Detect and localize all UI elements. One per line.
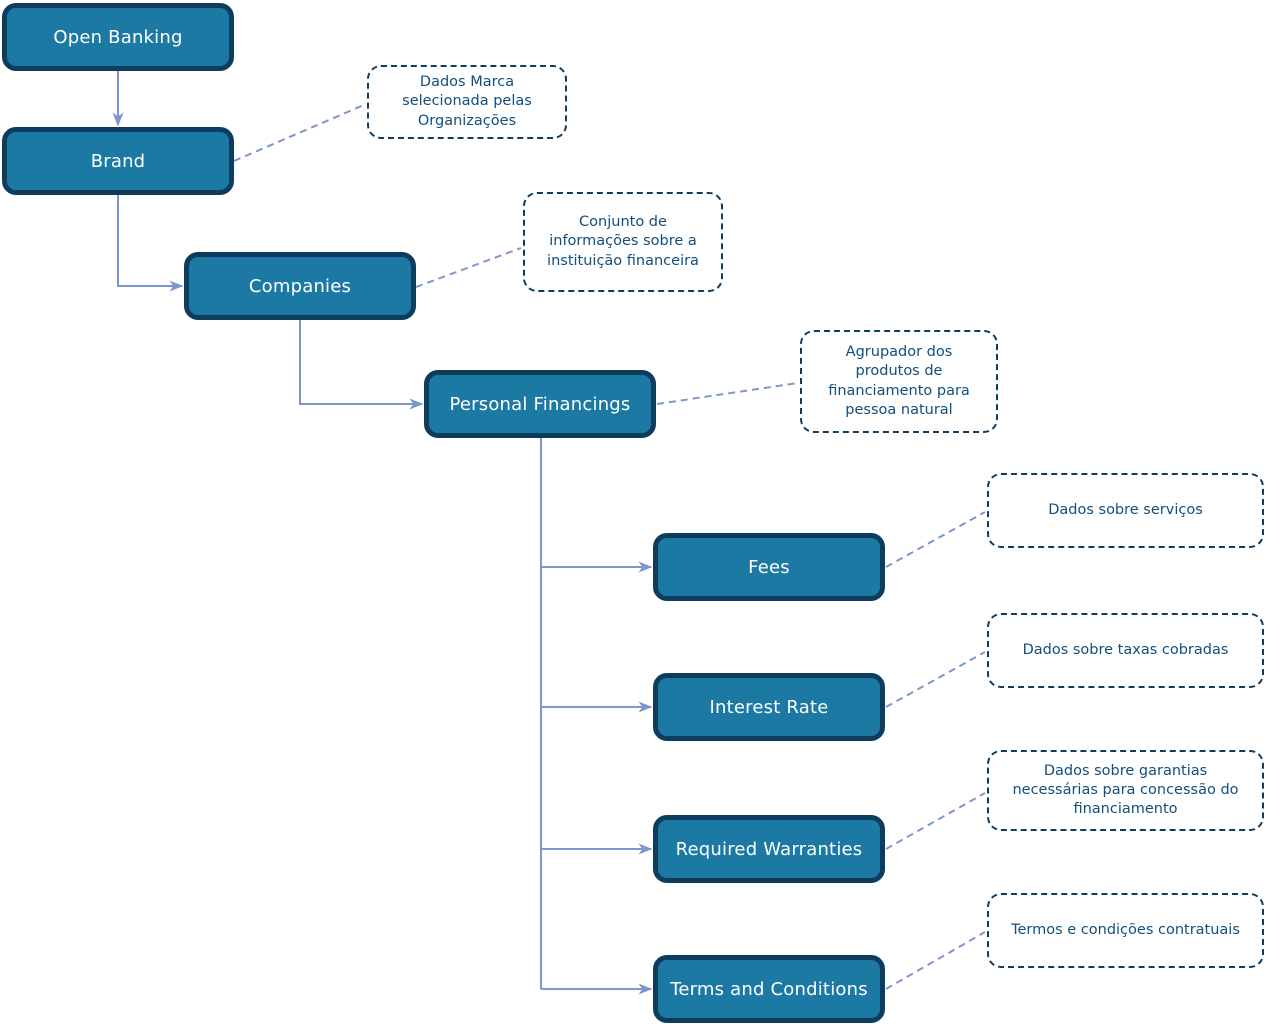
annotation-terms-and-conditions: Termos e condições contratuais (987, 893, 1264, 968)
annotation-fees: Dados sobre serviços (987, 473, 1264, 548)
annotation-personal-financings: Agrupador dos produtos de financiamento … (800, 330, 998, 433)
annotation-terms-and-conditions-text: Termos e condições contratuais (1011, 921, 1240, 938)
node-fees: Fees (653, 533, 885, 601)
node-terms-and-conditions: Terms and Conditions (653, 955, 885, 1023)
annotation-personal-financings-text: Agrupador dos produtos de financiamento … (828, 344, 970, 418)
leader-personal-financings-annotation (656, 382, 799, 405)
node-required-warranties-label: Required Warranties (675, 838, 863, 860)
annotation-brand-text: Dados Marca selecionada pelas Organizaçõ… (402, 74, 532, 129)
node-terms-and-conditions-label: Terms and Conditions (670, 978, 868, 1000)
edge-brand-companies (117, 195, 184, 292)
node-brand-label: Brand (90, 150, 146, 172)
annotation-fees-text: Dados sobre serviços (1048, 501, 1203, 518)
node-open-banking-label: Open Banking (53, 26, 183, 48)
node-brand: Brand (2, 127, 234, 195)
annotation-brand: Dados Marca selecionada pelas Organizaçõ… (367, 65, 567, 139)
node-personal-financings: Personal Financings (424, 370, 656, 438)
node-required-warranties: Required Warranties (653, 815, 885, 883)
node-companies-label: Companies (248, 275, 352, 297)
annotation-companies: Conjunto de informações sobre a institui… (523, 192, 723, 292)
annotation-interest-rate: Dados sobre taxas cobradas (987, 613, 1264, 688)
leader-brand-annotation (233, 103, 367, 162)
node-companies: Companies (184, 252, 416, 320)
leader-companies-annotation (415, 247, 522, 288)
edge-companies-personal-financings (299, 320, 424, 410)
node-interest-rate: Interest Rate (653, 673, 885, 741)
leader-required-warranties-annotation (885, 792, 986, 850)
node-personal-financings-label: Personal Financings (449, 393, 631, 415)
leader-fees-annotation (885, 511, 986, 568)
leader-terms-and-conditions-annotation (885, 931, 986, 990)
node-fees-label: Fees (748, 556, 790, 578)
annotation-interest-rate-text: Dados sobre taxas cobradas (1022, 641, 1229, 658)
annotation-required-warranties-text: Dados sobre garantias necessárias para c… (1012, 762, 1239, 818)
leader-interest-rate-annotation (885, 651, 986, 708)
annotation-required-warranties: Dados sobre garantias necessárias para c… (987, 750, 1264, 831)
node-open-banking: Open Banking (2, 3, 234, 71)
annotation-companies-text: Conjunto de informações sobre a institui… (547, 214, 699, 269)
node-interest-rate-label: Interest Rate (709, 696, 829, 718)
